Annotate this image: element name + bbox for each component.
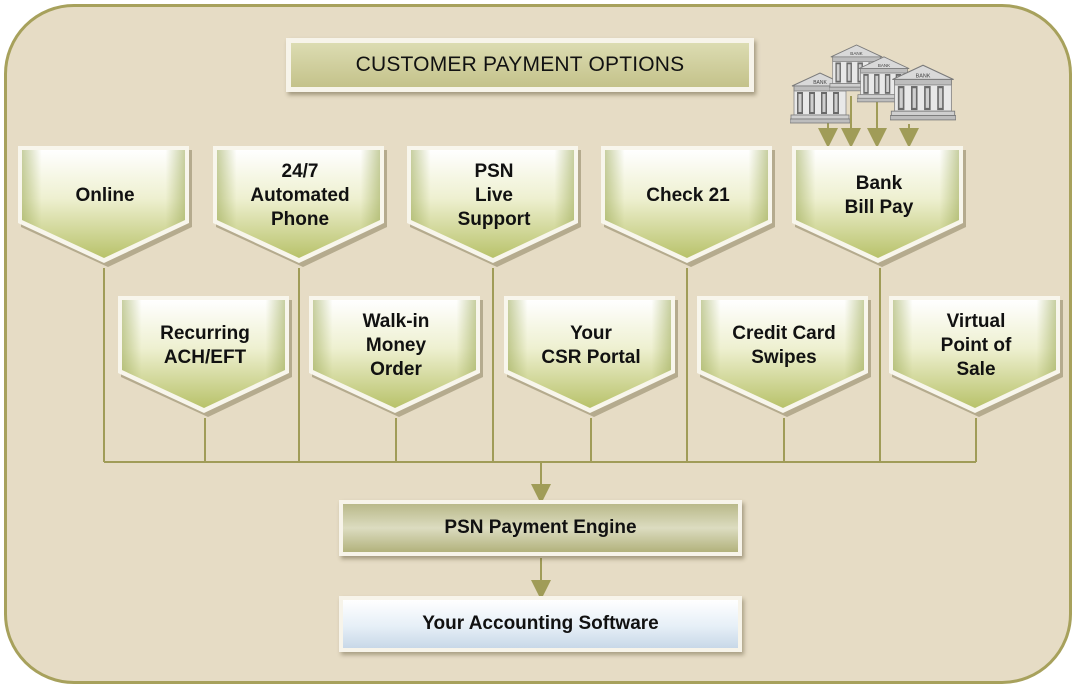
node-label: Virtual Point of Sale	[940, 311, 1012, 380]
bank-icon-label: BANK	[813, 80, 827, 86]
diagram-title: CUSTOMER PAYMENT OPTIONS	[286, 38, 754, 92]
node-label: Online	[75, 185, 135, 206]
node-label: Bank Bill Pay	[844, 173, 914, 218]
bank-icon-label: BANK	[878, 63, 890, 68]
bank-icon-label: BANK	[850, 51, 862, 56]
node-credit-card-swipes: Credit Card Swipes	[696, 295, 872, 419]
accounting-software-box: Your Accounting Software	[339, 596, 742, 652]
node-bank-bill-pay: Bank Bill Pay	[791, 145, 967, 269]
node-walk-in-money-order: Walk-in Money Order	[308, 295, 484, 419]
payment-engine-box: PSN Payment Engine	[339, 500, 742, 556]
node-label: 24/7 Automated Phone	[250, 161, 350, 230]
node-automated-phone: 24/7 Automated Phone	[212, 145, 388, 269]
node-csr-portal: Your CSR Portal	[503, 295, 679, 419]
node-label: Recurring ACH/EFT	[160, 323, 250, 368]
node-label: Your CSR Portal	[541, 323, 641, 368]
node-label: Check 21	[646, 185, 730, 206]
bank-icon-label: BANK	[916, 73, 931, 79]
node-check21: Check 21	[600, 145, 776, 269]
node-online: Online	[17, 145, 193, 269]
node-label: PSN Live Support	[457, 161, 531, 230]
node-label: Credit Card Swipes	[732, 323, 836, 368]
bank-icon: BANK	[890, 64, 956, 121]
node-recurring-ach: Recurring ACH/EFT	[117, 295, 293, 419]
node-label: Walk-in Money Order	[362, 311, 430, 380]
node-virtual-pos: Virtual Point of Sale	[888, 295, 1064, 419]
node-live-support: PSN Live Support	[406, 145, 582, 269]
